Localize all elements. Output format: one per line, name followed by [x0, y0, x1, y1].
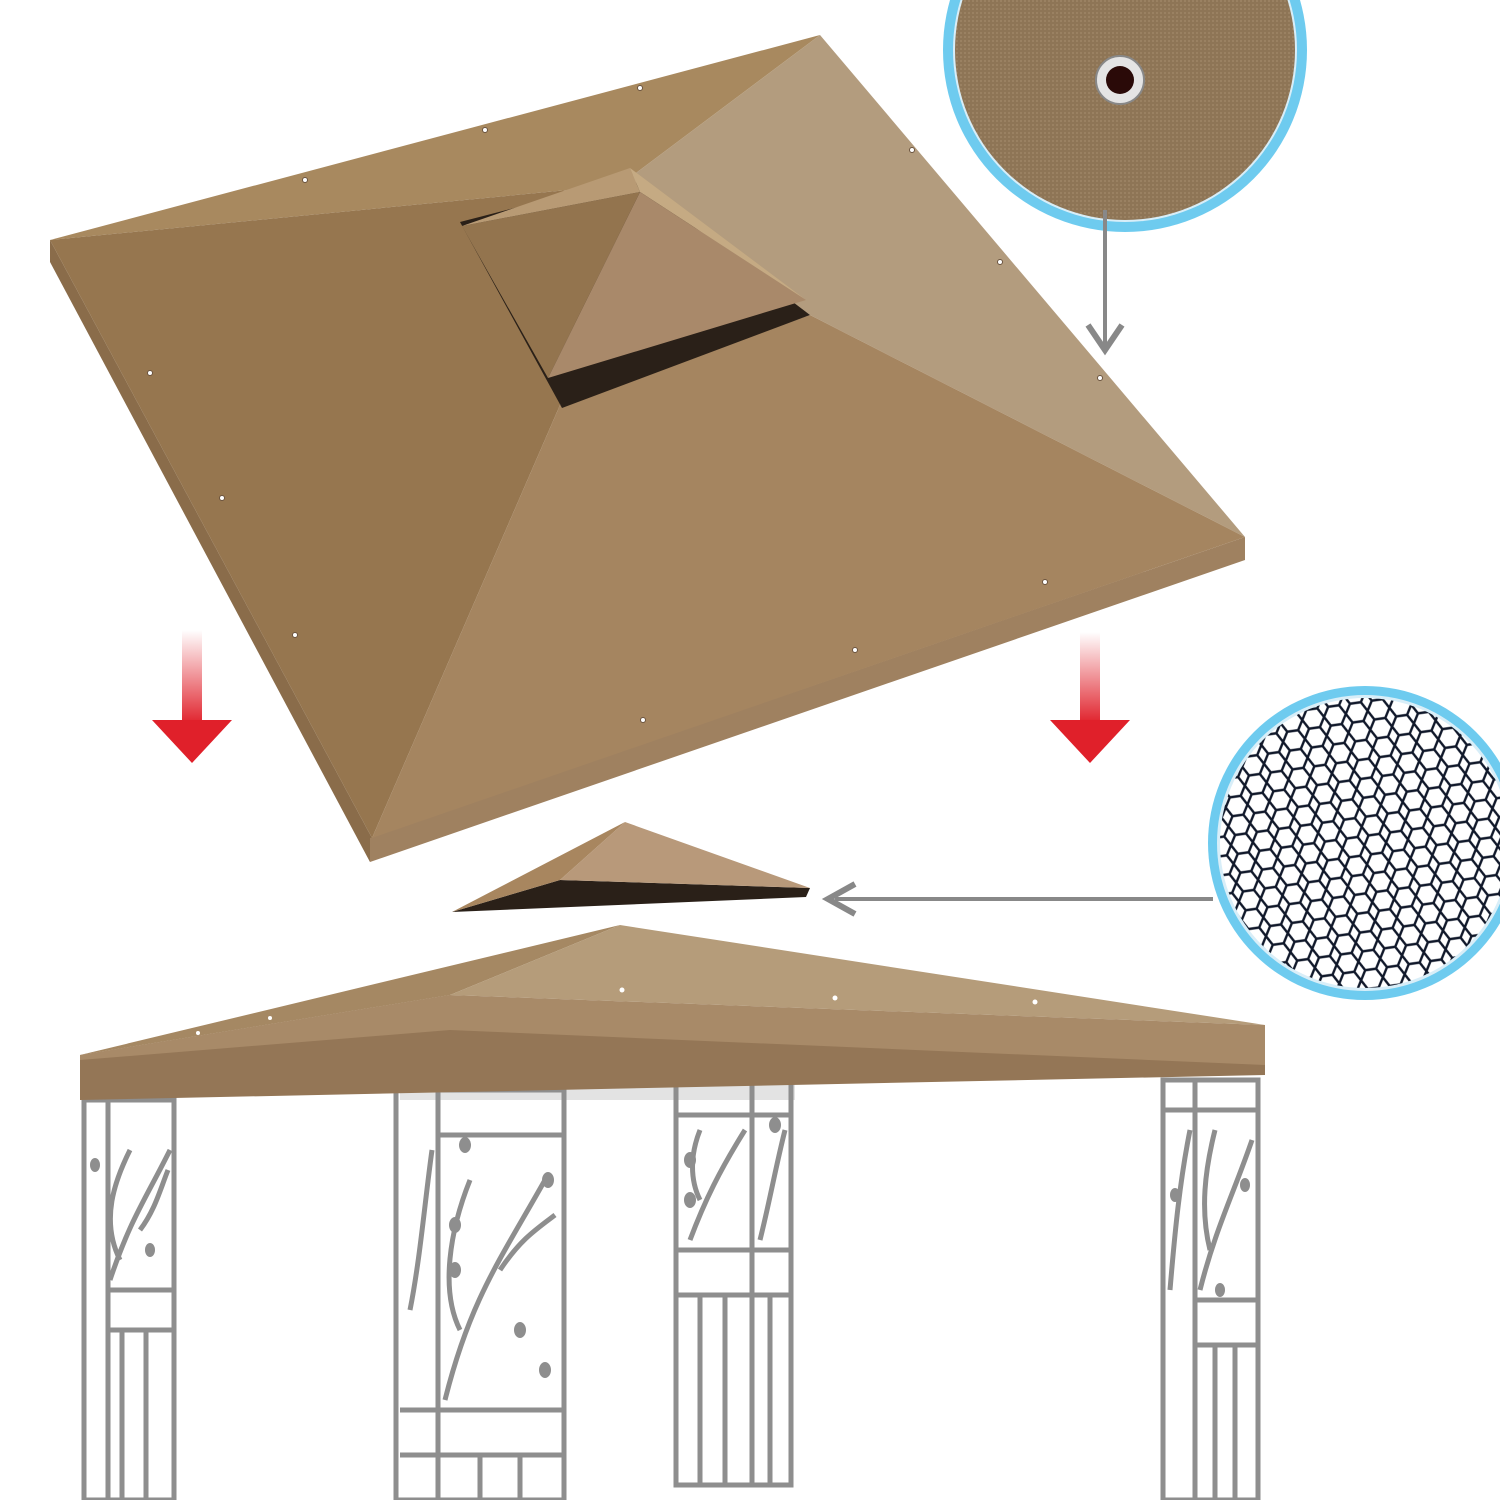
canopy-side-back-face: [450, 925, 1265, 1025]
vent-side-roof-right: [560, 822, 810, 888]
canopy-right-face: [620, 35, 1245, 537]
vent-front-face: [548, 192, 806, 378]
mesh-closeup-icon: [1208, 686, 1500, 1000]
canopy-front-face: [372, 315, 1245, 838]
gray-pointer-arrow-icon: [821, 881, 1213, 917]
canopy-side-view: [80, 822, 1265, 1100]
frame-leaf-ornaments: [90, 1117, 1250, 1378]
canopy-back-face: [50, 35, 820, 240]
vent-back-face: [462, 168, 640, 226]
canopy-grommets: [147, 85, 1103, 723]
canopy-side-band: [80, 1030, 1265, 1100]
vent-side-roof-left: [452, 822, 625, 912]
canopy-left-band: [50, 240, 372, 862]
vent-right-face: [630, 168, 806, 300]
canopy-left-face: [50, 185, 620, 838]
red-down-arrow-icon: [152, 630, 232, 763]
vent-left-face: [462, 192, 640, 378]
canopy-side-left-face: [80, 925, 620, 1055]
vent-side-mesh: [452, 880, 810, 912]
canopy-side-grommets: [196, 987, 1038, 1035]
grommet-closeup-icon: [943, 0, 1307, 232]
gray-pointer-arrow-icon: [1085, 210, 1125, 356]
red-down-arrow-icon: [1050, 632, 1130, 763]
canopy-top-view: [50, 35, 1245, 862]
gazebo-frame: [81, 1062, 1261, 1500]
canopy-front-band: [370, 537, 1245, 862]
